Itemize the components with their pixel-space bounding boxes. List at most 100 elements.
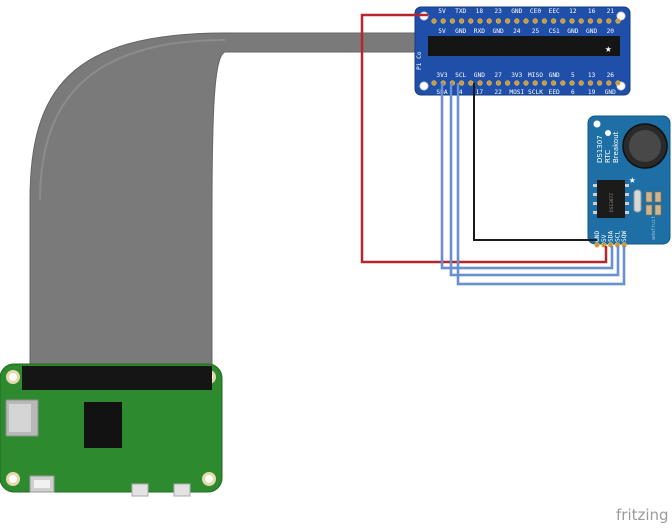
cobbler-pin-pad bbox=[541, 80, 548, 86]
cobbler-pin-pad bbox=[532, 18, 538, 24]
cobbler-pin-pad bbox=[486, 80, 492, 86]
chip-leg bbox=[625, 184, 629, 187]
chip-leg bbox=[625, 202, 629, 205]
cobbler-pin-pad bbox=[431, 80, 437, 86]
cobbler-pin-pad bbox=[560, 18, 566, 24]
fritzing-watermark: fritzing bbox=[616, 506, 669, 524]
cobbler-pin-pad bbox=[523, 18, 529, 24]
cobbler-pin-pad bbox=[477, 18, 483, 24]
cobbler-pin-label: GND bbox=[567, 28, 578, 35]
cobbler-pin-label: 25 bbox=[532, 28, 540, 35]
cobbler-pin-label: MISO bbox=[528, 72, 543, 79]
rtc-pin-label: SQW bbox=[621, 231, 628, 242]
cobbler-pin-pad bbox=[449, 18, 456, 24]
cobbler-pin-label: GND bbox=[474, 72, 485, 79]
chip-leg bbox=[625, 211, 629, 214]
cobbler-pin-label: GND bbox=[586, 28, 597, 35]
cobbler-pin-pad bbox=[495, 80, 502, 86]
resistor bbox=[645, 204, 653, 216]
cobbler-pin-pad bbox=[569, 80, 575, 86]
cobbler-pin-label: EED bbox=[549, 89, 560, 96]
rtc-pin-label: GND bbox=[594, 231, 601, 242]
cobbler-pin-pad bbox=[606, 80, 612, 86]
cobbler-pin-label: 6 bbox=[571, 89, 575, 96]
wire-scl-inner bbox=[450, 83, 619, 276]
chip-leg bbox=[625, 193, 629, 196]
mount-hole bbox=[419, 81, 429, 91]
cobbler-pin-label: GND bbox=[549, 72, 560, 79]
wire-sqw-inner bbox=[457, 83, 625, 285]
rtc-pin-label: 5V bbox=[601, 234, 608, 242]
cobbler-pin-pad bbox=[532, 80, 538, 86]
rtc-title-line: Breakout bbox=[612, 131, 620, 163]
cobbler-pin-label: 5V bbox=[438, 28, 446, 35]
mount-hole bbox=[9, 475, 17, 483]
cobbler-pin-label: 3V3 bbox=[511, 72, 522, 79]
cobbler-pin-pad bbox=[578, 80, 584, 86]
cobbler-pin-pad bbox=[541, 18, 548, 24]
gpio-header bbox=[22, 366, 212, 390]
cobbler-pin-label: 5V bbox=[438, 8, 446, 15]
cobbler-pin-label: 26 bbox=[607, 72, 615, 79]
chip-label: DS1307Z bbox=[609, 193, 615, 212]
cobbler-pin-label: GND bbox=[455, 28, 466, 35]
rtc-pin-label: SDA bbox=[608, 231, 615, 242]
star-icon: ★ bbox=[629, 173, 636, 186]
cobbler-pin-pad bbox=[514, 18, 520, 24]
cobbler-pin-pad bbox=[495, 18, 502, 24]
cobbler-pin-pad bbox=[440, 18, 446, 24]
rtc-title-line: DS1307 bbox=[596, 135, 604, 163]
mount-hole bbox=[593, 120, 601, 128]
cobbler-pin-label: 5 bbox=[571, 72, 575, 79]
cobbler-pin-pad bbox=[596, 18, 603, 24]
chip-leg bbox=[593, 211, 597, 214]
cobbler-pin-pad bbox=[569, 18, 575, 24]
cobbler-top-pads bbox=[431, 18, 621, 24]
crystal bbox=[633, 189, 642, 213]
raspberry-pi-zero bbox=[0, 363, 223, 497]
cobbler-pin-label: SCLK bbox=[528, 89, 543, 96]
soc-chip bbox=[84, 402, 122, 448]
cobbler-pin-label: CE0 bbox=[530, 8, 541, 15]
cobbler-pin-label: 21 bbox=[607, 8, 615, 15]
rtc-passives bbox=[633, 189, 662, 216]
cobbler-pin-pad bbox=[550, 80, 557, 86]
cobbler-pin-pad bbox=[486, 18, 492, 24]
cobbler-pin-pad bbox=[459, 80, 465, 86]
cobbler-pin-label: RXD bbox=[474, 28, 485, 35]
cobbler-pin-label: 16 bbox=[588, 8, 596, 15]
chip-leg bbox=[593, 184, 597, 187]
ribbon-connector bbox=[428, 36, 620, 56]
cobbler-pin-pad bbox=[550, 18, 557, 24]
cobbler-pin-pad bbox=[578, 18, 584, 24]
cobbler-pin-pad bbox=[514, 80, 520, 86]
cobbler-pin-label: TXD bbox=[455, 8, 466, 15]
cobbler-pin-label: EEC bbox=[549, 8, 560, 15]
cobbler-pin-pad bbox=[615, 18, 621, 24]
rtc-chip bbox=[597, 180, 625, 218]
cobbler-pin-pad bbox=[560, 80, 566, 86]
cobbler-pin-label: 18 bbox=[476, 8, 484, 15]
cobbler-pin-pad bbox=[468, 80, 474, 86]
resistor bbox=[645, 191, 653, 203]
cobbler-pin-label: 20 bbox=[607, 28, 615, 35]
battery-cell bbox=[629, 130, 661, 162]
chip-leg bbox=[593, 202, 597, 205]
cobbler-pin-label: 13 bbox=[588, 72, 596, 79]
wire-sda-inner bbox=[441, 83, 613, 269]
rtc-pin-label: SCL bbox=[614, 231, 621, 242]
cobbler-pin-label: 23 bbox=[494, 8, 502, 15]
cobbler-pin-label: 3V3 bbox=[436, 72, 447, 79]
cobbler-pin-label: 19 bbox=[588, 89, 596, 96]
sd-card-inner bbox=[9, 404, 31, 432]
micro-usb-port bbox=[131, 483, 149, 497]
cobbler-pin-pad bbox=[459, 18, 465, 24]
cobbler-pin-label: CS1 bbox=[549, 28, 560, 35]
